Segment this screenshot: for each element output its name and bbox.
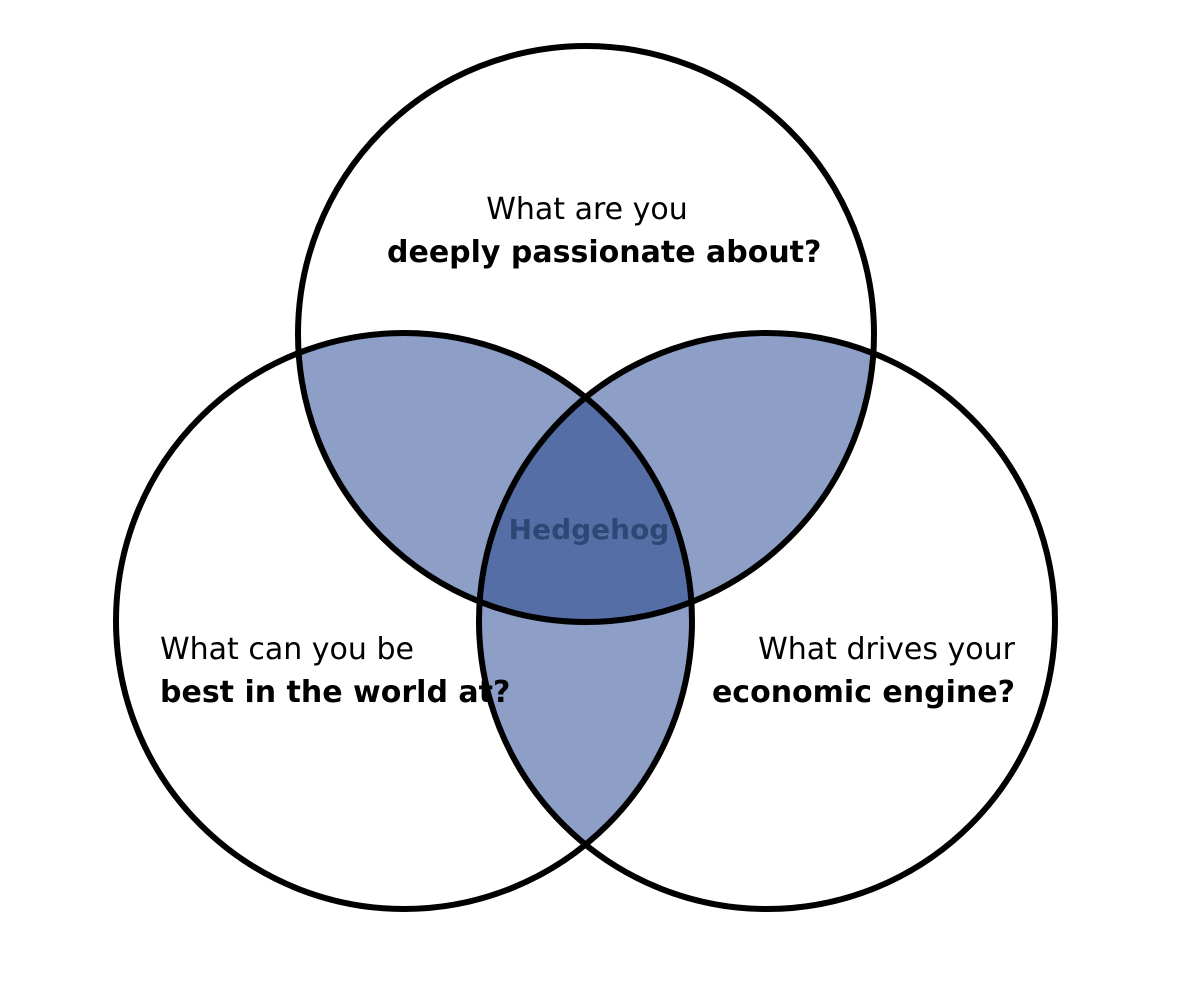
circle-passion-line1: What are you <box>486 192 688 227</box>
overlap-center-hedgehog <box>479 333 692 622</box>
circle-best <box>113 330 695 912</box>
circle-economic-label: What drives your economic engine? <box>705 628 1015 714</box>
circle-passion-line2: deeply passionate about? <box>387 235 822 270</box>
hedgehog-label: Hedgehog <box>508 513 670 546</box>
circle-passion <box>295 43 877 625</box>
circle-best-line1: What can you be <box>160 632 414 667</box>
circle-economic-line2: economic engine? <box>711 675 1015 710</box>
circle-best-line2: best in the world at? <box>160 675 511 710</box>
circle-economic <box>476 330 1058 912</box>
circle-economic-line1: What drives your <box>758 632 1015 667</box>
circle-best-label: What can you be best in the world at? <box>160 628 510 714</box>
circle-passion-label: What are you deeply passionate about? <box>387 188 822 274</box>
